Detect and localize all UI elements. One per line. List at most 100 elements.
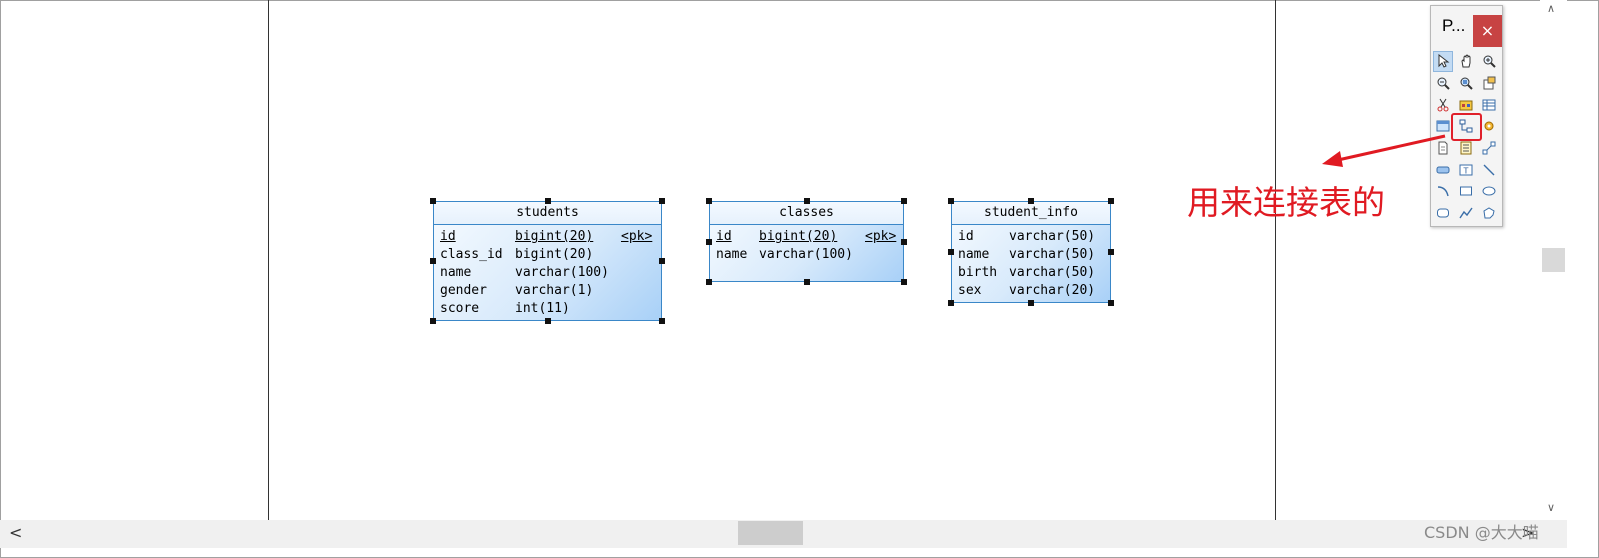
table-row: sex varchar(20): [958, 282, 1104, 300]
cut-icon[interactable]: [1434, 96, 1452, 114]
column-name: id: [716, 229, 732, 244]
table-row: name varchar(50): [958, 246, 1104, 264]
button-shape-icon[interactable]: [1434, 161, 1452, 179]
column-type: varchar(100): [515, 265, 609, 280]
scroll-down-arrow[interactable]: ∨: [1547, 501, 1556, 514]
rounded-rect-icon[interactable]: [1434, 204, 1452, 222]
table-row: name varchar(100): [440, 264, 655, 282]
resize-handle[interactable]: [1028, 300, 1034, 306]
palette-close-button[interactable]: ×: [1473, 15, 1502, 47]
reference-icon[interactable]: [1457, 117, 1475, 135]
column-type: varchar(50): [1009, 265, 1096, 280]
arc-icon[interactable]: [1434, 182, 1452, 200]
column-type: varchar(1): [515, 283, 594, 298]
view-icon[interactable]: [1434, 117, 1452, 135]
resize-handle[interactable]: [659, 318, 665, 324]
table-student-info[interactable]: student_info id varchar(50) name varchar…: [951, 201, 1111, 303]
table-row: class_id bigint(20): [440, 246, 655, 264]
rectangle-icon[interactable]: [1457, 182, 1475, 200]
page-boundary-left: [268, 0, 269, 520]
scroll-left-arrow[interactable]: <: [9, 523, 23, 542]
table-row: gender varchar(1): [440, 282, 655, 300]
column-name: score: [440, 301, 480, 316]
column-type: varchar(50): [1009, 247, 1096, 262]
resize-handle[interactable]: [1028, 198, 1034, 204]
watermark: CSDN @大大喵: [1424, 523, 1539, 542]
resize-handle[interactable]: [1108, 198, 1114, 204]
column-type: varchar(100): [759, 247, 853, 262]
column-type: bigint(20): [515, 247, 594, 262]
table-title: classes: [710, 202, 903, 225]
resize-handle[interactable]: [545, 318, 551, 324]
table-row: id varchar(50): [958, 228, 1104, 246]
column-key: <pk>: [865, 229, 897, 244]
resize-handle[interactable]: [659, 258, 665, 264]
text-box-icon[interactable]: T: [1457, 161, 1475, 179]
resize-handle[interactable]: [706, 239, 712, 245]
resize-handle[interactable]: [545, 198, 551, 204]
table-icon[interactable]: [1480, 96, 1498, 114]
reference-tool-highlight: [1451, 113, 1482, 141]
ellipse-icon[interactable]: [1480, 182, 1498, 200]
zoom-in-icon[interactable]: [1480, 52, 1498, 70]
svg-text:T: T: [1463, 167, 1469, 176]
table-row: score int(11): [440, 300, 655, 318]
table-classes[interactable]: classes id bigint(20) <pk> name varchar(…: [709, 201, 904, 282]
scroll-up-arrow[interactable]: ∧: [1547, 2, 1556, 15]
polygon-icon[interactable]: [1480, 204, 1498, 222]
resize-handle[interactable]: [804, 279, 810, 285]
table-row: id bigint(20) <pk>: [440, 228, 655, 246]
zoom-out-icon[interactable]: [1434, 74, 1452, 92]
table-row: id bigint(20) <pk>: [716, 228, 897, 246]
resize-handle[interactable]: [1108, 249, 1114, 255]
column-name: gender: [440, 283, 487, 298]
column-type: int(11): [515, 301, 570, 316]
table-students[interactable]: students id bigint(20) <pk> class_id big…: [433, 201, 662, 321]
column-type: bigint(20): [759, 229, 838, 244]
polyline-icon[interactable]: [1457, 204, 1475, 222]
table-title: student_info: [952, 202, 1110, 225]
column-type: varchar(50): [1009, 229, 1096, 244]
resize-handle[interactable]: [948, 198, 954, 204]
column-name: class_id: [440, 247, 503, 262]
table-row: birth varchar(50): [958, 264, 1104, 282]
horizontal-scroll-thumb[interactable]: [738, 521, 803, 545]
resize-handle[interactable]: [948, 249, 954, 255]
resize-handle[interactable]: [804, 198, 810, 204]
resize-handle[interactable]: [706, 198, 712, 204]
vertical-scroll-thumb[interactable]: [1542, 248, 1565, 272]
file-icon[interactable]: [1434, 139, 1452, 157]
zoom-fit-icon[interactable]: [1457, 74, 1475, 92]
resize-handle[interactable]: [706, 279, 712, 285]
resize-handle[interactable]: [430, 318, 436, 324]
resize-handle[interactable]: [948, 300, 954, 306]
resize-handle[interactable]: [901, 279, 907, 285]
column-name: id: [440, 229, 456, 244]
resize-handle[interactable]: [901, 198, 907, 204]
package-icon[interactable]: [1457, 96, 1475, 114]
properties-icon[interactable]: [1480, 74, 1498, 92]
page-boundary-right: [1275, 0, 1276, 520]
column-name: name: [958, 247, 990, 262]
link-icon[interactable]: [1480, 139, 1498, 157]
table-row: name varchar(100): [716, 246, 897, 264]
palette-title: P...: [1442, 16, 1466, 35]
column-name: birth: [958, 265, 998, 280]
resize-handle[interactable]: [430, 198, 436, 204]
column-name: name: [440, 265, 472, 280]
column-name: name: [716, 247, 748, 262]
resize-handle[interactable]: [430, 258, 436, 264]
text-doc-icon[interactable]: [1457, 139, 1475, 157]
column-name: sex: [958, 283, 982, 298]
column-type: bigint(20): [515, 229, 594, 244]
line-icon[interactable]: [1480, 161, 1498, 179]
hand-icon[interactable]: [1457, 52, 1475, 70]
resize-handle[interactable]: [901, 239, 907, 245]
resize-handle[interactable]: [659, 198, 665, 204]
pointer-icon[interactable]: [1434, 52, 1452, 70]
procedure-icon[interactable]: [1480, 117, 1498, 135]
column-key: <pk>: [621, 229, 653, 244]
resize-handle[interactable]: [1108, 300, 1114, 306]
table-title: students: [434, 202, 661, 225]
scroll-right-arrow[interactable]: >: [1521, 523, 1535, 542]
